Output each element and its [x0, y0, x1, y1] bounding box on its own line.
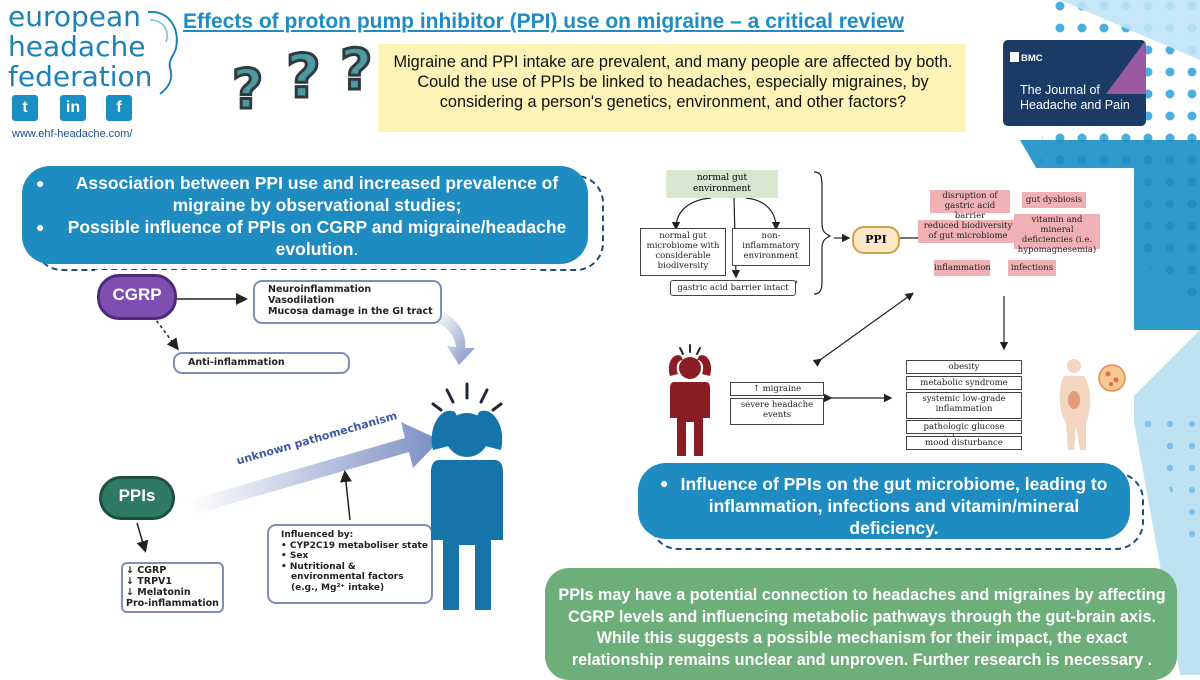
- influenced-item: • CYP2C19 metaboliser state: [281, 540, 428, 551]
- normal-gut-line: environment: [693, 184, 751, 194]
- ppi-effect: ↓ TRPV1: [126, 576, 172, 587]
- conclusion-line: PPIs may have a potential connection to …: [558, 586, 1166, 604]
- question-line: Migraine and PPI intake are prevalent, a…: [393, 53, 953, 71]
- facebook-icon[interactable]: f: [106, 95, 132, 121]
- influenced-item: • Nutritional &: [281, 561, 356, 572]
- bullet-line: Association between PPI use and increase…: [75, 173, 559, 193]
- org-name-line2: headache: [8, 30, 146, 63]
- effect-box: infections: [1008, 260, 1056, 276]
- twitter-icon[interactable]: t: [12, 95, 38, 121]
- anti-inflammation-box: Anti-inflammation: [173, 352, 350, 374]
- ppi-effects-box: ↓ CGRP ↓ TRPV1 ↓ Melatonin Pro-inflammat…: [121, 562, 224, 613]
- journal-accent-shape: [1106, 40, 1146, 94]
- gut-microbiome-figure: normal gut environment normal gut microb…: [636, 168, 1134, 456]
- influenced-by-box: Influenced by: • CYP2C19 metaboliser sta…: [267, 524, 433, 604]
- gut-summary-box: ● Influence of PPIs on the gut microbiom…: [638, 463, 1130, 539]
- org-name-line1: european: [8, 0, 141, 33]
- org-name-line3: federation: [8, 60, 153, 93]
- question-banner: [378, 44, 966, 132]
- bullet-period: .: [353, 239, 359, 259]
- migraine-box: ↑ migraine: [730, 382, 824, 396]
- ppi-effect: ↓ Melatonin: [126, 587, 191, 598]
- microbiome-box: normal gut microbiome with considerable …: [640, 228, 726, 276]
- bullet-line: migraine by observational studies;: [172, 195, 462, 215]
- question-mark-icon: ?: [338, 37, 374, 105]
- journal-logo[interactable]: BMC The Journal of Headache and Pain: [1003, 40, 1146, 126]
- ppis-pill: PPIs: [99, 476, 175, 520]
- question-text: Migraine and PPI intake are prevalent, a…: [388, 52, 958, 112]
- ppi-node: PPI: [852, 226, 900, 254]
- question-mark-icon: ?: [285, 41, 323, 114]
- barrier-box: gastric acid barrier intact: [670, 280, 796, 296]
- website-link[interactable]: www.ehf-headache.com/: [12, 128, 133, 140]
- question-line: considering a person's genetics, environ…: [439, 93, 907, 111]
- bmc-logo-icon: [1010, 52, 1019, 62]
- non-inflammatory-box: non- inflammatory environment: [732, 228, 810, 266]
- influenced-item: environmental factors: [291, 572, 404, 582]
- bullet-dot: ●: [36, 175, 45, 191]
- journal-brand: BMC: [1021, 53, 1043, 64]
- outcome-box: metabolic syndrome: [906, 376, 1022, 390]
- normal-gut-line: normal gut: [696, 173, 748, 183]
- conclusion-box: [545, 568, 1177, 680]
- journal-name-line: Headache and Pain: [1020, 98, 1130, 112]
- cgrp-effects-box: Neuroinflammation Vasodilation Mucosa da…: [253, 280, 442, 324]
- outcome-box: obesity: [906, 360, 1022, 374]
- linkedin-icon[interactable]: in: [60, 95, 86, 121]
- gut-summary-line: Influence of PPIs on the gut microbiome,…: [680, 474, 1108, 494]
- gut-summary-text: Influence of PPIs on the gut microbiome,…: [674, 473, 1114, 539]
- headache-person-icon: [668, 344, 712, 456]
- cgrp-effect: Vasodilation: [268, 295, 335, 306]
- influenced-item: • Sex: [281, 551, 309, 561]
- influenced-title: Influenced by:: [281, 530, 354, 540]
- cgrp-effect: Neuroinflammation: [268, 284, 372, 295]
- journal-name: The Journal of Headache and Pain: [1020, 83, 1130, 113]
- bullet-item: Association between PPI use and increase…: [52, 172, 582, 216]
- question-mark-icon: ?: [230, 57, 264, 123]
- bullet-item: Possible influence of PPIs on CGRP and m…: [52, 216, 582, 260]
- conclusion-text: PPIs may have a potential connection to …: [552, 585, 1172, 671]
- headache-person-icon: [431, 382, 503, 610]
- journal-name-line: The Journal of: [1020, 83, 1100, 97]
- influenced-item: (e.g., Mg²⁺ intake): [291, 582, 385, 593]
- bullet-box: ● ● Association between PPI use and incr…: [22, 166, 588, 264]
- ppi-effect: ↓ CGRP: [126, 565, 167, 576]
- page-title: Effects of proton pump inhibitor (PPI) u…: [183, 10, 905, 33]
- conclusion-line: relationship remains unclear and unprove…: [571, 650, 1153, 669]
- ppi-effect: Pro-inflammation: [126, 598, 219, 609]
- gut-summary-line: deficiency.: [849, 518, 939, 538]
- question-line: Could the use of PPIs be linked to heada…: [417, 73, 929, 91]
- outcome-box: pathologic glucose tolerance: [906, 420, 1022, 444]
- bullet-dot: ●: [660, 475, 669, 491]
- head-profile-icon: [147, 10, 178, 95]
- outcome-box: mood disturbance: [906, 436, 1022, 450]
- cgrp-figure-arrows: [136, 293, 475, 553]
- cgrp-pill: CGRP: [97, 274, 177, 320]
- cgrp-figure: CGRP Neuroinflammation Vasodilation Muco…: [95, 270, 540, 615]
- bullet-line: evolution.: [52, 238, 582, 260]
- cgrp-effect: Mucosa damage in the GI tract: [268, 306, 433, 317]
- body-illustration-icon: [1059, 359, 1126, 450]
- conclusion-line: CGRP levels and influencing metabolic pa…: [568, 607, 1156, 626]
- conclusion-line: While this suggests a possible mechanism…: [596, 629, 1128, 647]
- bullet-line: Possible influence of PPIs on CGRP and m…: [67, 217, 567, 237]
- bullet-dot: ●: [36, 219, 45, 235]
- effect-box: inflammation: [934, 260, 991, 276]
- normal-gut-box: normal gut environment: [666, 170, 778, 198]
- bullet-text: evolution: [275, 239, 354, 259]
- gut-summary-line: inflammation, infections and vitamin/min…: [708, 496, 1080, 516]
- effect-box: gut dysbiosis: [1022, 192, 1086, 208]
